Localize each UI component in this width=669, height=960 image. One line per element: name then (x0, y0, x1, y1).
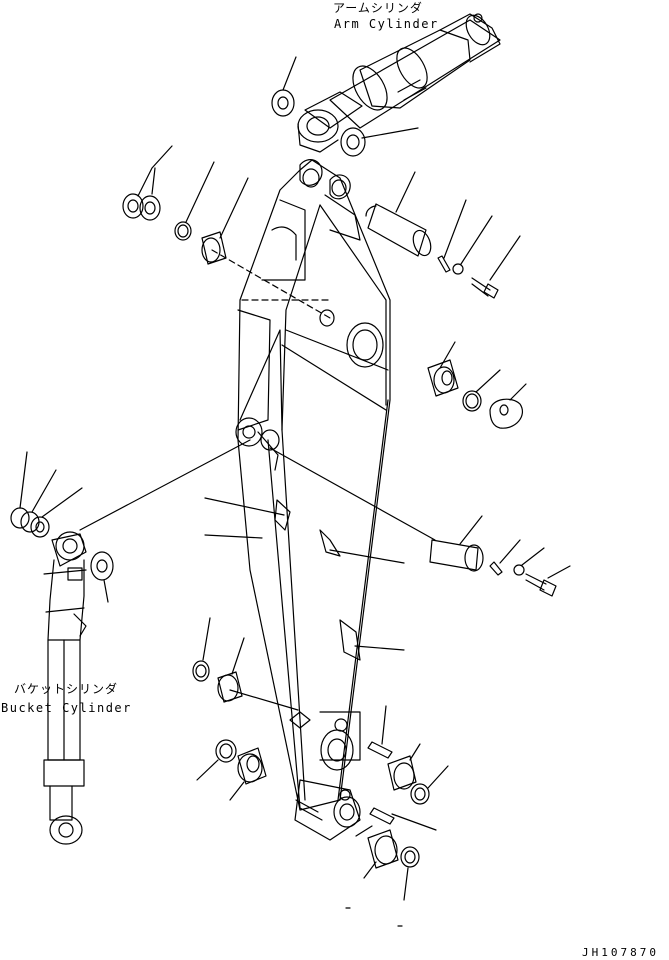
washer-bucket-cylinder (90, 551, 114, 603)
pin-upper (365, 171, 432, 257)
dot-marks (345, 907, 403, 927)
bucket-cylinder-label-jp: バケットシリンダ (14, 682, 119, 696)
arm-cylinder-shim (271, 56, 297, 117)
arm-cylinder-washer (340, 127, 419, 157)
bushing-mid-right (427, 341, 459, 397)
arm-body (211, 159, 391, 841)
arm-cylinder-label-en: Arm Cylinder (334, 17, 439, 31)
drawing-code: JH107870 (582, 946, 659, 959)
bolt-upper (471, 235, 521, 299)
snap-ring-lower-right-2 (400, 846, 420, 901)
shims-bucket-cylinder (10, 451, 83, 538)
leader-lines (79, 439, 436, 837)
snap-ring-lower-left-1 (192, 617, 211, 682)
arm-cylinder (297, 13, 501, 153)
shim-mid-right (489, 383, 527, 429)
bushing-upper (201, 177, 249, 265)
bucket-cylinder-label-en: Bucket Cylinder (1, 701, 132, 715)
bushing-lower-left-1 (217, 637, 245, 703)
cotter-pin-lower (489, 539, 521, 576)
washer-upper-small (452, 215, 493, 275)
snap-ring-lower-left-2 (196, 739, 237, 781)
grease-fitting-1 (367, 705, 393, 759)
bolt-lower (525, 565, 571, 597)
snap-ring-mid-right (462, 369, 501, 412)
bushing-lower-right-1 (387, 743, 421, 791)
bucket-cylinder (43, 531, 87, 845)
bushing-lower-right-2 (363, 829, 399, 879)
snap-ring-lower-right-1 (410, 765, 449, 805)
bushing-lower-left-2 (229, 747, 267, 801)
pin-lower-right (429, 515, 484, 572)
arm-cylinder-label-jp: アームシリンダ (333, 1, 423, 15)
cotter-pin-upper (437, 199, 467, 273)
washer-lower-small (513, 547, 545, 576)
grease-fitting-2 (369, 807, 437, 831)
snap-ring-upper (174, 161, 215, 241)
shims-upper-left (122, 145, 173, 221)
